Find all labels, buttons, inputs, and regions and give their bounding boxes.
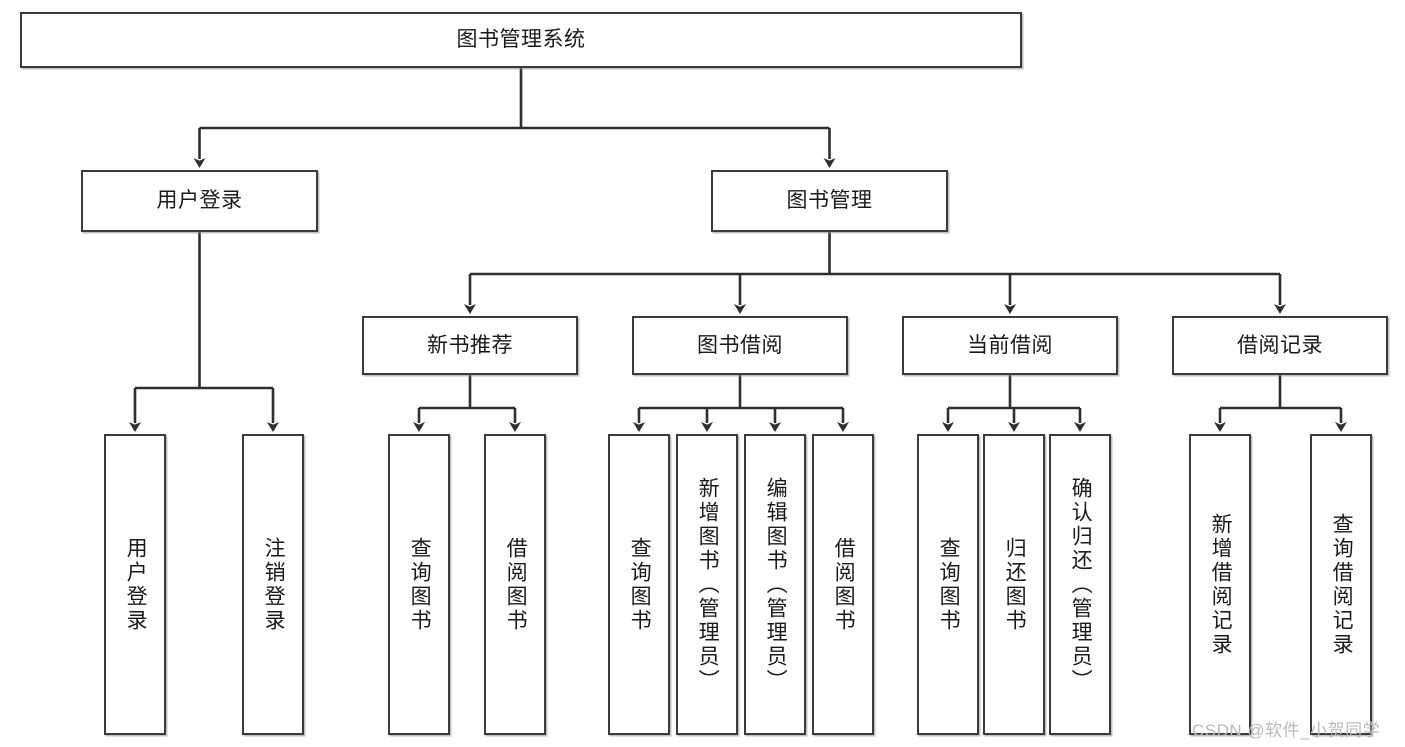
node-leaf-5[interactable]: 查询图书: [608, 434, 670, 735]
node-l2-b[interactable]: 图书管理: [711, 170, 948, 232]
node-label: 新书推荐: [427, 333, 513, 357]
node-leaf-12[interactable]: 新增借阅记录: [1189, 434, 1251, 735]
node-label: 查询借阅记录: [1330, 512, 1354, 657]
node-l2-a[interactable]: 用户登录: [81, 170, 318, 232]
node-label: 查询图书: [937, 536, 961, 633]
node-l3-b[interactable]: 图书借阅: [632, 316, 848, 375]
node-leaf-13[interactable]: 查询借阅记录: [1310, 434, 1372, 735]
node-leaf-4[interactable]: 借阅图书: [484, 434, 546, 735]
node-label: 编辑图书（管理员）: [764, 476, 788, 693]
node-label: 查询图书: [408, 536, 432, 633]
node-label: 用户登录: [156, 189, 243, 213]
node-leaf-3[interactable]: 查询图书: [388, 434, 450, 735]
node-leaf-11[interactable]: 确认归还（管理员）: [1049, 434, 1111, 735]
node-leaf-10[interactable]: 归还图书: [983, 434, 1045, 735]
node-l3-a[interactable]: 新书推荐: [362, 316, 578, 375]
node-label: 借阅图书: [504, 536, 528, 633]
node-label: 图书管理: [786, 189, 873, 213]
node-label: 借阅记录: [1237, 333, 1323, 357]
node-root[interactable]: 图书管理系统: [20, 12, 1022, 68]
node-label: 注销登录: [262, 536, 286, 633]
node-leaf-6[interactable]: 新增图书（管理员）: [676, 434, 738, 735]
node-label: 图书管理系统: [456, 28, 586, 52]
node-label: 新增图书（管理员）: [696, 476, 720, 693]
node-leaf-8[interactable]: 借阅图书: [812, 434, 874, 735]
node-label: 当前借阅: [967, 333, 1053, 357]
node-label: 借阅图书: [832, 536, 856, 633]
node-l3-d[interactable]: 借阅记录: [1172, 316, 1388, 375]
node-label: 查询图书: [628, 536, 652, 633]
node-leaf-1[interactable]: 用户登录: [104, 434, 166, 735]
node-l3-c[interactable]: 当前借阅: [902, 316, 1118, 375]
node-leaf-9[interactable]: 查询图书: [917, 434, 979, 735]
node-label: 确认归还（管理员）: [1069, 476, 1093, 693]
node-label: 用户登录: [124, 536, 148, 633]
node-leaf-2[interactable]: 注销登录: [242, 434, 304, 735]
node-label: 归还图书: [1003, 536, 1027, 633]
node-label: 新增借阅记录: [1209, 512, 1233, 657]
csdn-watermark: CSDN @软件_小贺同学: [1192, 721, 1381, 740]
node-leaf-7[interactable]: 编辑图书（管理员）: [744, 434, 806, 735]
node-label: 图书借阅: [697, 333, 783, 357]
